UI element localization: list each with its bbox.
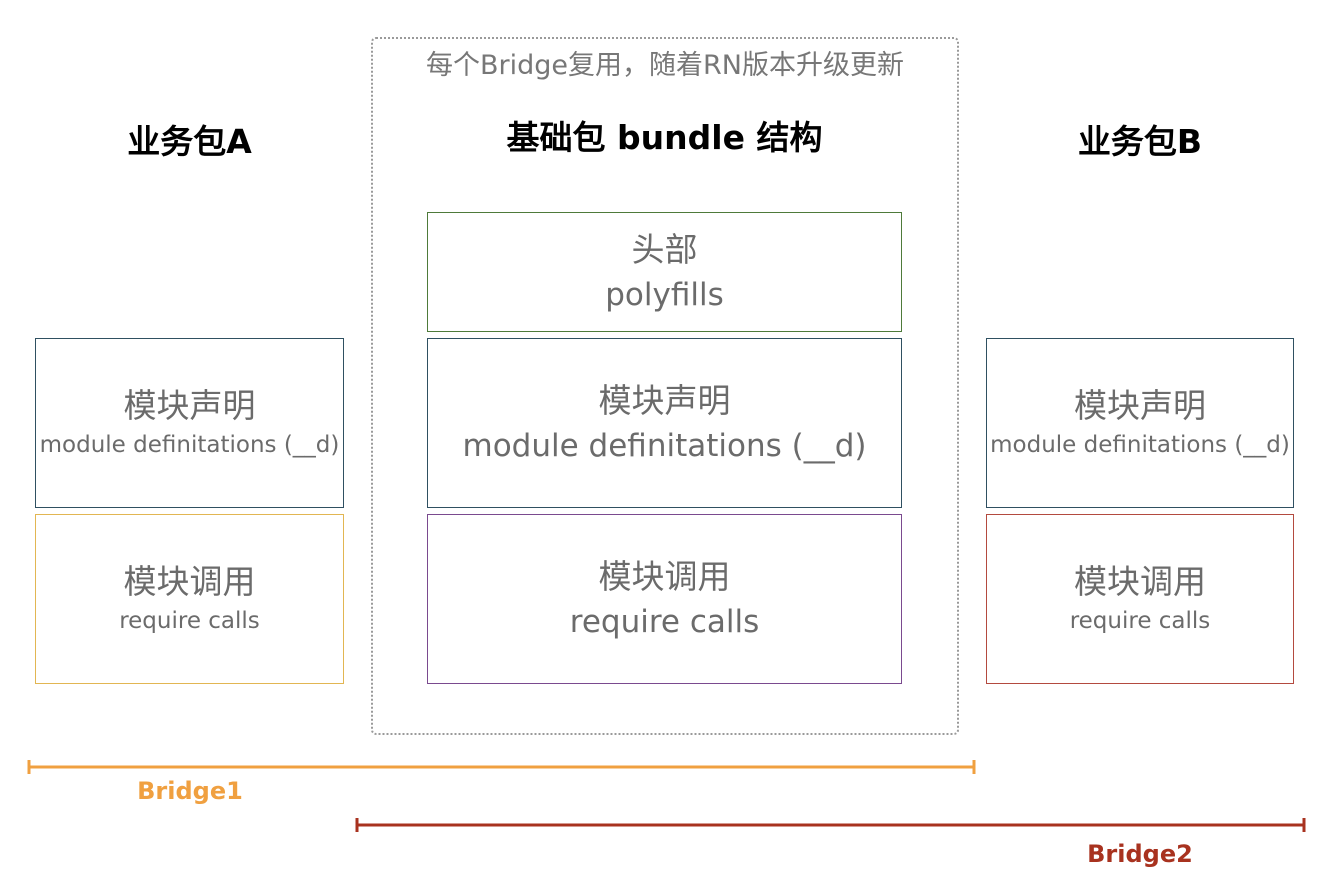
package-a-requires-box: 模块调用 require calls [35,514,344,684]
package-a-title: 业务包A [127,122,252,161]
bridge2-label: Bridge2 [1087,840,1193,868]
base-requires-cn: 模块调用 [598,557,731,596]
bridge1-label: Bridge1 [137,777,243,805]
package-b-title: 业务包B [1077,122,1203,161]
base-bundle-title: 基础包 bundle 结构 [506,118,823,157]
package-a-requires-en: require calls [119,608,260,634]
base-head-en: polyfills [605,277,724,313]
base-head-box: 头部 polyfills [427,212,902,332]
base-requires-box: 模块调用 require calls [427,514,902,684]
package-a-definitions-box: 模块声明 module definitations (__d) [35,338,344,508]
base-definitions-box: 模块声明 module definitations (__d) [427,338,902,508]
package-a-definitions-en: module definitations (__d) [39,432,340,458]
package-b-definitions-box: 模块声明 module definitations (__d) [986,338,1294,508]
base-definitions-cn: 模块声明 [598,381,731,420]
package-a-requires-cn: 模块调用 [123,562,256,601]
reuse-frame [371,37,959,735]
base-head-cn: 头部 [631,230,698,269]
bridge1-span [27,760,976,774]
package-b-definitions-en: module definitations (__d) [990,432,1290,458]
base-definitions-en: module definitations (__d) [462,428,867,464]
base-requires-en: require calls [569,604,760,640]
package-b-requires-box: 模块调用 require calls [986,514,1294,684]
package-b-definitions-cn: 模块声明 [1074,386,1206,425]
package-b-requires-cn: 模块调用 [1074,562,1206,601]
package-a-definitions-cn: 模块声明 [123,386,256,425]
bridge2-span [355,818,1306,832]
reuse-note: 每个Bridge复用，随着RN版本升级更新 [426,50,904,81]
package-b-requires-en: require calls [1069,608,1211,634]
